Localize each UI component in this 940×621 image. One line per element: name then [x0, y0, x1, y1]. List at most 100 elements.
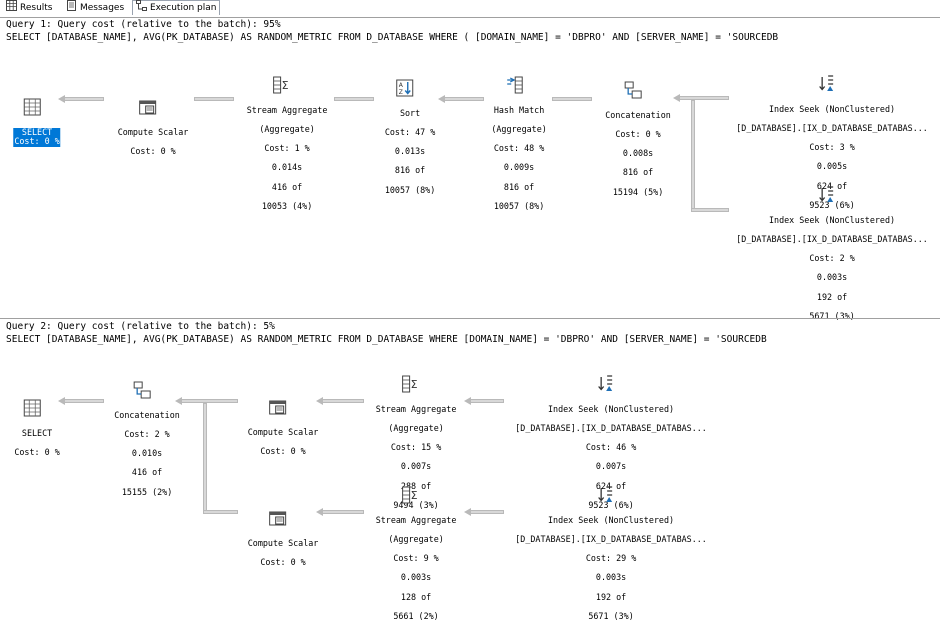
q2-node-index-seek-1[interactable]: Index Seek (NonClustered) [D_DATABASE].[…	[505, 356, 707, 510]
q2-node-select[interactable]: SELECT Cost: 0 %	[4, 380, 60, 458]
plan-arrow	[322, 510, 364, 514]
q1-stream-name: Stream Aggregate	[246, 104, 328, 115]
q2-seek2-est: 5671 (3%)	[588, 610, 634, 621]
tab-messages[interactable]: Messages	[66, 0, 125, 16]
q2-seek2-object: [D_DATABASE].[IX_D_DATABASE_DATABAS...	[515, 533, 707, 544]
q1-compute-cost: Cost: 0 %	[130, 145, 176, 156]
grid-icon	[6, 0, 17, 16]
q2-node-concatenation[interactable]: Concatenation Cost: 2 % 0.010s 416 of 15…	[104, 362, 180, 497]
q1-node-index-seek-2[interactable]: Index Seek (NonClustered) [D_DATABASE].[…	[726, 167, 928, 321]
q1-hash-rows: 816 of	[503, 181, 535, 192]
q2-stream2-rows: 128 of	[400, 591, 432, 602]
select-icon	[23, 399, 41, 417]
q1-stream-est: 10053 (4%)	[261, 200, 313, 211]
query1-sql: SELECT [DATABASE_NAME], AVG(PK_DATABASE)…	[6, 32, 779, 43]
compute-scalar-icon	[139, 98, 157, 116]
q2-stream2-est: 5661 (2%)	[393, 610, 439, 621]
q1-hash-est: 10057 (8%)	[493, 200, 545, 211]
q1-seek1-rows: 624 of	[816, 180, 848, 191]
query2-pane	[0, 318, 940, 562]
q2-concat-rows: 416 of	[131, 467, 163, 478]
q2-concat-cost: Cost: 2 %	[124, 428, 170, 439]
q2-node-stream-aggregate-1[interactable]: Σ Stream Aggregate (Aggregate) Cost: 15 …	[366, 356, 457, 510]
plan-arrow	[334, 97, 374, 101]
index-seek-icon	[818, 75, 836, 93]
q1-node-index-seek-1[interactable]: Index Seek (NonClustered) [D_DATABASE].[…	[726, 56, 928, 210]
q1-stream-time: 0.014s	[271, 162, 303, 173]
q2-stream1-sub: (Aggregate)	[388, 422, 444, 433]
arrow-head	[175, 397, 182, 405]
q1-sort-time: 0.013s	[394, 146, 426, 157]
q1-select-name: SELECT	[21, 126, 53, 137]
q2-stream1-name: Stream Aggregate	[375, 403, 457, 414]
q2-select-cost: Cost: 0 %	[14, 446, 60, 457]
index-seek-icon	[597, 486, 615, 504]
q2-stream1-cost: Cost: 15 %	[390, 442, 442, 453]
q1-seek2-est: 5671 (3%)	[809, 310, 855, 321]
plan-arrow	[322, 399, 364, 403]
query2-sql: SELECT [DATABASE_NAME], AVG(PK_DATABASE)…	[6, 334, 767, 345]
q1-hash-sub: (Aggregate)	[491, 123, 547, 134]
q2-seek1-name: Index Seek (NonClustered)	[548, 403, 675, 414]
arrow-head	[438, 95, 445, 103]
q1-seek2-object: [D_DATABASE].[IX_D_DATABASE_DATABAS...	[736, 233, 928, 244]
tab-messages-label: Messages	[80, 3, 125, 13]
q2-node-index-seek-2[interactable]: Index Seek (NonClustered) [D_DATABASE].[…	[505, 467, 707, 621]
plan-arrow	[203, 403, 207, 514]
q2-concat-time: 0.010s	[131, 448, 163, 459]
compute-scalar-icon	[269, 398, 287, 416]
arrow-head	[58, 397, 65, 405]
q1-node-concatenation[interactable]: Concatenation Cost: 0 % 0.008s 816 of 15…	[595, 62, 671, 197]
arrow-head	[58, 95, 65, 103]
q1-hash-time: 0.009s	[503, 162, 535, 173]
q1-concat-cost: Cost: 0 %	[615, 128, 661, 139]
plan-arrow	[444, 97, 484, 101]
plan-arrow	[64, 399, 104, 403]
tab-execution-plan[interactable]: Execution plan	[132, 0, 221, 15]
q2-concat-name: Concatenation	[114, 409, 180, 420]
q2-node-compute-scalar-1[interactable]: Compute Scalar Cost: 0 %	[238, 379, 319, 457]
q1-node-hash-match[interactable]: Hash Match (Aggregate) Cost: 48 % 0.009s…	[481, 57, 547, 211]
compute-scalar-icon	[269, 509, 287, 527]
q2-seek2-cost: Cost: 29 %	[585, 553, 637, 564]
q2-node-compute-scalar-2[interactable]: Compute Scalar Cost: 0 %	[238, 490, 318, 568]
plan-arrow	[64, 97, 104, 101]
plan-arrow	[194, 97, 234, 101]
q2-compute1-name: Compute Scalar	[247, 426, 319, 437]
q1-node-stream-aggregate[interactable]: Σ Stream Aggregate (Aggregate) Cost: 1 %…	[237, 57, 328, 211]
q1-seek2-time: 0.003s	[816, 272, 848, 283]
q1-node-compute-scalar[interactable]: Compute Scalar Cost: 0 %	[108, 79, 188, 157]
q2-node-stream-aggregate-2[interactable]: Σ Stream Aggregate (Aggregate) Cost: 9 %…	[366, 467, 456, 621]
q2-seek2-name: Index Seek (NonClustered)	[548, 514, 675, 525]
q1-seek1-cost: Cost: 3 %	[809, 142, 855, 153]
q1-seek1-object: [D_DATABASE].[IX_D_DATABASE_DATABAS...	[736, 122, 928, 133]
q2-compute1-cost: Cost: 0 %	[260, 445, 306, 456]
arrow-head	[316, 397, 323, 405]
q2-seek1-est: 9523 (6%)	[588, 499, 634, 510]
arrow-head	[316, 508, 323, 516]
q1-seek1-time: 0.005s	[816, 161, 848, 172]
q1-sort-est: 10057 (8%)	[384, 184, 436, 195]
q2-seek1-time: 0.007s	[595, 461, 627, 472]
messages-icon	[66, 0, 77, 16]
plan-arrow	[691, 208, 729, 212]
q2-stream2-time: 0.003s	[400, 572, 432, 583]
tab-results-label: Results	[20, 3, 53, 13]
index-seek-icon	[818, 186, 836, 204]
arrow-head	[464, 508, 471, 516]
query1-header: Query 1: Query cost (relative to the bat…	[6, 19, 281, 30]
q1-concat-time: 0.008s	[622, 148, 654, 159]
plan-arrow	[470, 510, 504, 514]
concatenation-icon	[624, 81, 642, 99]
q2-seek1-object: [D_DATABASE].[IX_D_DATABASE_DATABAS...	[515, 422, 707, 433]
q1-concat-rows: 816 of	[622, 167, 654, 178]
concatenation-icon	[133, 381, 151, 399]
q2-stream1-est: 9494 (3%)	[393, 499, 439, 510]
q1-hash-cost: Cost: 48 %	[493, 143, 545, 154]
index-seek-icon	[597, 375, 615, 393]
tab-results[interactable]: Results	[6, 0, 53, 16]
plan-arrow	[203, 510, 238, 514]
